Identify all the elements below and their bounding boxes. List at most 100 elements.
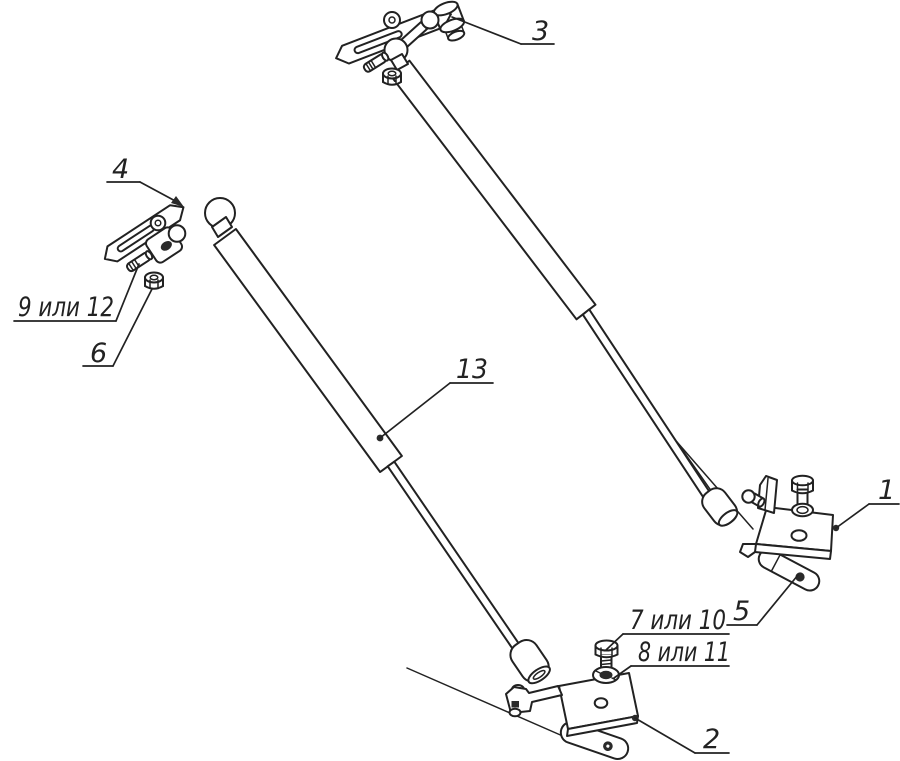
bracket-2-hinge: [505, 684, 563, 718]
thread-line: [370, 59, 377, 69]
bolt-head-bottom: [594, 653, 619, 659]
socket-bore: [532, 669, 546, 680]
callout-label: 13: [456, 354, 488, 385]
leader-line: [835, 503, 870, 529]
block-hole: [160, 240, 172, 251]
hex-nut-left: [144, 271, 164, 290]
boss-lower-end: [447, 29, 466, 42]
leader-line: [115, 263, 140, 322]
hex-nut-top: [382, 67, 402, 86]
callout-label: 5: [733, 596, 750, 627]
strut-right-neck: [390, 53, 409, 71]
ball-stud-bolt-2: [592, 639, 620, 684]
bracket-1-flange: [739, 543, 757, 558]
callout-label: 1: [878, 475, 895, 506]
callout-4: 4: [106, 154, 184, 207]
callout-9-or-12: 9 или 12: [13, 263, 140, 323]
callout-7-or-10: 7 или 10: [605, 605, 730, 651]
hinge-slot: [511, 701, 519, 708]
lever-bushing-hole: [388, 16, 396, 24]
thread-line: [600, 662, 613, 666]
callout-label: 4: [112, 154, 129, 185]
ball-stud-ball-top: [420, 10, 440, 30]
bracket-2-front-face: [566, 715, 639, 737]
callout-2: 2: [631, 714, 730, 755]
stud-bolt-left: [126, 250, 154, 273]
callout-6: 6: [82, 288, 153, 369]
strut-right-cylinder: [389, 59, 597, 321]
ball-stud-bolt-1: [791, 474, 814, 518]
callouts: 3 4 9 или 12 6 13: [13, 16, 900, 755]
leader-line: [139, 181, 180, 204]
bracket-2-hole: [593, 697, 609, 709]
bracket-1-front-face: [754, 543, 832, 560]
stud-bolt-top: [362, 51, 390, 73]
callout-13: 13: [376, 354, 494, 442]
leader-line: [112, 288, 153, 367]
grommet-mark: [595, 670, 601, 674]
leader-line: [756, 574, 799, 626]
strut-left-neck: [211, 216, 233, 238]
stud-head: [144, 250, 154, 261]
callout-label: 2: [703, 724, 720, 755]
callout-label: 9 или 12: [18, 292, 114, 323]
nut-top-face: [144, 271, 164, 284]
thread-line: [367, 61, 374, 71]
callout-label: 8 или 11: [638, 637, 730, 668]
lever-bushing: [149, 214, 167, 232]
strap-body: [757, 548, 821, 592]
nut-bottom: [144, 285, 164, 290]
callout-5: 5: [726, 574, 799, 627]
callout-label: 6: [90, 338, 107, 369]
nut-top-face: [382, 67, 402, 80]
thread-line: [130, 260, 137, 270]
strut-right-piston-rod: [581, 308, 715, 504]
strut-right-end-socket: [701, 487, 739, 527]
stud-head: [380, 51, 390, 62]
lever-slot: [353, 30, 403, 55]
thread-line: [365, 62, 372, 72]
panel-edge-line-a: [676, 441, 713, 493]
mounting-bracket-2-assembly: [406, 639, 639, 760]
leader-arrowhead: [171, 196, 184, 207]
strut-left-piston-rod: [386, 460, 524, 655]
bracket-1-hole: [790, 529, 808, 542]
leader-line: [613, 665, 632, 679]
nut-hole: [149, 274, 159, 281]
thread-line: [600, 659, 613, 662]
ball-socket-boss: [432, 0, 466, 42]
leader-line: [634, 717, 696, 754]
boss-side: [456, 3, 465, 22]
panel-edge-line-b: [676, 441, 754, 530]
thread-line: [127, 262, 135, 272]
grommet-mark: [611, 677, 617, 681]
leader-line: [451, 16, 522, 45]
lever-bushing: [383, 11, 401, 29]
nut-hole: [387, 70, 397, 77]
pin-base-end: [757, 497, 766, 508]
ball-pin-ball: [741, 489, 756, 504]
ball-pin-1: [741, 489, 766, 508]
tab-fold-line: [764, 477, 769, 511]
left-lever-bracket-assembly: [103, 204, 187, 290]
nut-bottom: [382, 81, 402, 86]
callout-label: 3: [532, 16, 549, 47]
retaining-strap-5: [757, 548, 821, 592]
callout-1: 1: [832, 475, 900, 532]
strap-fold: [770, 553, 781, 573]
callout-3: 3: [451, 16, 555, 47]
leader-line: [379, 382, 451, 439]
bolt-head-bottom: [791, 489, 814, 495]
hinge-pin: [508, 707, 522, 718]
bolt-head-top: [791, 474, 814, 487]
callout-8-or-11: 8 или 11: [613, 637, 730, 679]
callout-label: 7 или 10: [630, 605, 726, 636]
mounting-bracket-1-assembly: [739, 474, 834, 592]
top-lever-bracket-assembly: [335, 0, 466, 86]
gas-strut-left: [204, 197, 551, 685]
gas-strut-right: [389, 59, 754, 530]
strap-hole-center: [606, 744, 610, 748]
strut-left-end-socket: [509, 638, 551, 685]
